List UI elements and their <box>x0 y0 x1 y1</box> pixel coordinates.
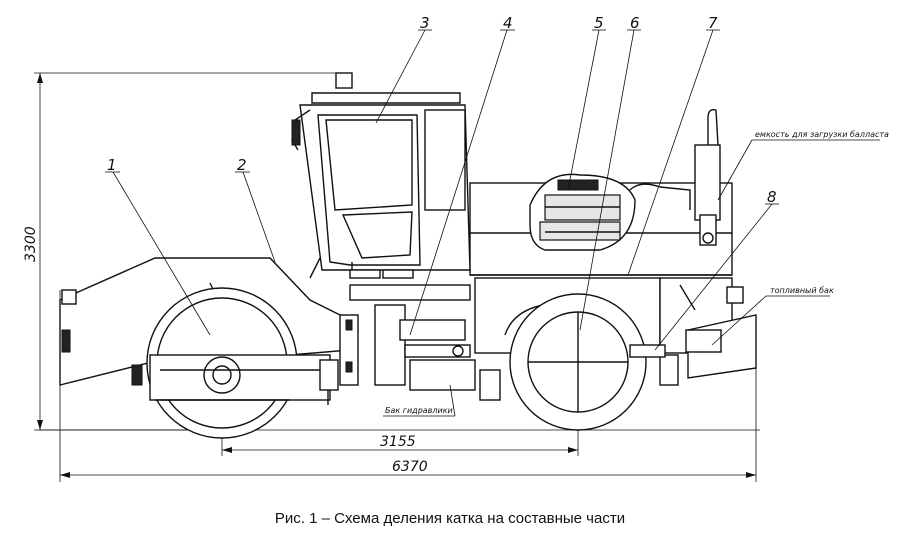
leader-lines <box>105 29 880 417</box>
roller-schematic-drawing: 1 2 3 4 5 6 7 8 емкость для загрузки бал… <box>23 14 889 482</box>
part-number-7: 7 <box>708 14 718 32</box>
dimension-height: 3300 <box>23 226 39 262</box>
engine-block <box>529 173 636 251</box>
cab <box>291 72 471 301</box>
part-number-3: 3 <box>420 14 430 32</box>
fuel-tank-note: топливный бак <box>770 286 834 295</box>
front-roller <box>131 287 331 439</box>
dimension-wheelbase: 3155 <box>380 434 416 450</box>
dimension-length: 6370 <box>392 459 428 475</box>
hydraulic-tank-note: Бак гидравлики <box>385 406 453 415</box>
articulation-joint <box>319 304 476 405</box>
part-number-5: 5 <box>594 14 604 32</box>
part-number-2: 2 <box>237 156 247 174</box>
ballast-tank-note: емкость для загрузки балласта <box>755 130 889 139</box>
figure-caption: Рис. 1 – Схема деления катка на составны… <box>274 510 626 527</box>
part-number-4: 4 <box>503 14 513 32</box>
part-number-1: 1 <box>107 156 117 174</box>
part-number-6: 6 <box>630 14 640 32</box>
part-number-8: 8 <box>767 188 777 206</box>
